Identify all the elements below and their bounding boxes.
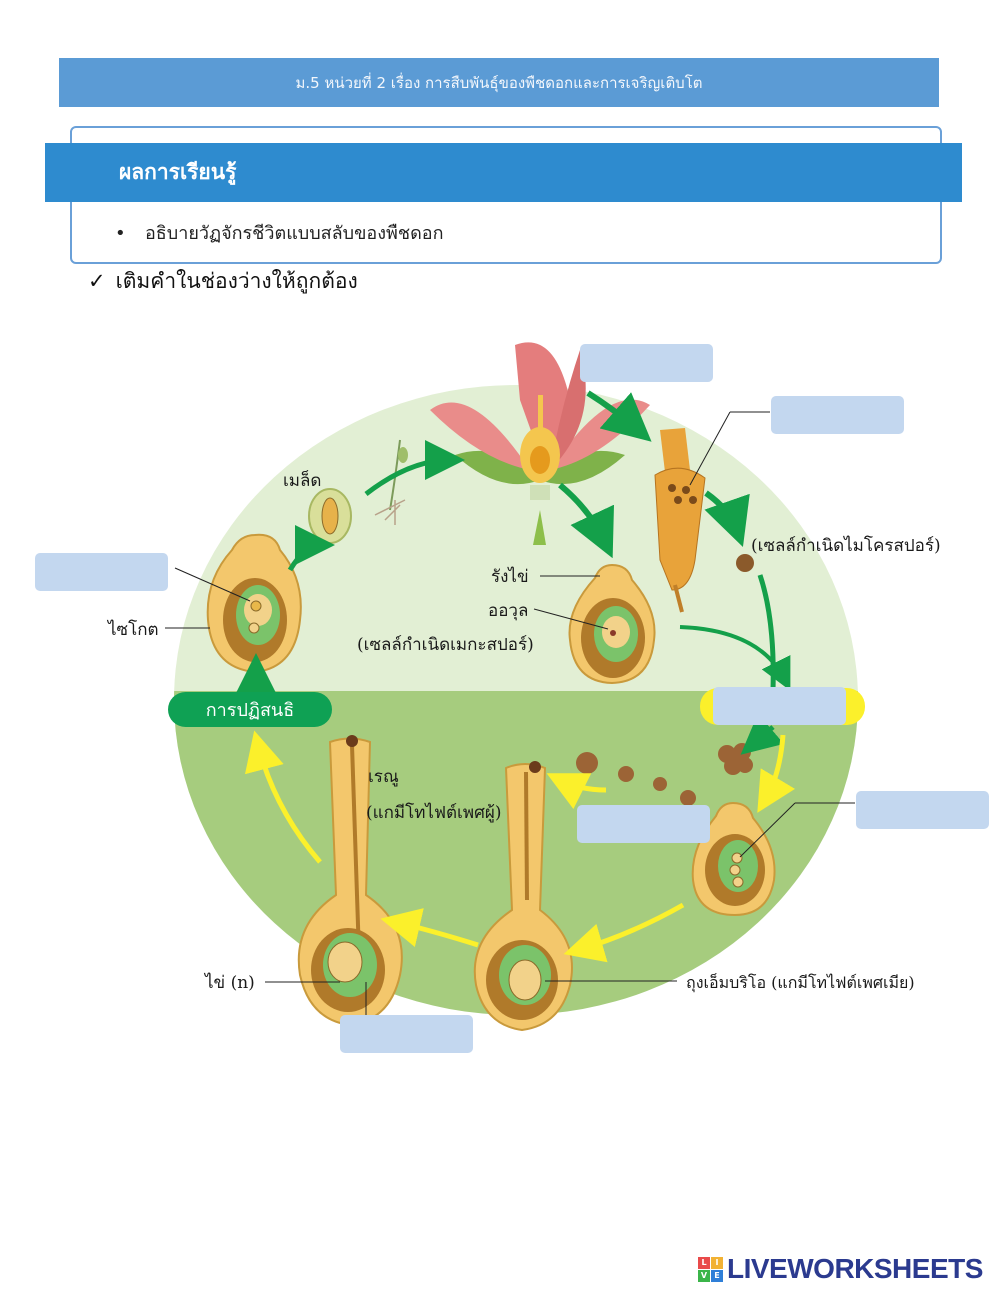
zygote-ovule	[206, 533, 302, 674]
blank-microspores[interactable]	[577, 805, 710, 843]
label-male-gametophyte: (แกมีโทไฟต์เพศผู้)	[366, 802, 501, 823]
liveworksheets-logo: L I V E LIVEWORKSHEETS	[698, 1253, 983, 1285]
pollen-grains	[576, 752, 696, 806]
checkmark-icon: ✓	[88, 269, 106, 293]
logo-text: LIVEWORKSHEETS	[727, 1253, 983, 1284]
fertilization-pill: การปฏิสนธิ	[168, 692, 332, 727]
page-header-title: ม.5 หน่วยที่ 2 เรื่อง การสืบพันธุ์ของพืช…	[295, 73, 703, 92]
objective-item: • อธิบายวัฏจักรชีวิตแบบสลับของพืชดอก	[115, 218, 443, 247]
microspore-mother-cell	[736, 554, 754, 572]
objectives-heading: ผลการเรียนรู้	[119, 160, 237, 184]
blank-bottom-left[interactable]	[340, 1015, 473, 1053]
seed-illustration	[308, 488, 352, 544]
blank-right-embryo-sac[interactable]	[856, 791, 989, 829]
logo-letter: E	[711, 1269, 723, 1282]
blank-flower[interactable]	[580, 344, 713, 382]
pollen-tube-ovule-middle	[473, 761, 573, 1032]
label-fertilization: การปฏิสนธิ	[205, 700, 295, 721]
label-ovule: ออวุล	[488, 601, 528, 621]
yellow-arrows	[244, 730, 796, 963]
blank-meiosis[interactable]	[713, 687, 846, 725]
label-microspore-mother-cell: (เซลล์กำเนิดไมโครสปอร์)	[751, 535, 941, 556]
label-ovary: รังไข่	[491, 566, 529, 587]
ovary-ovule	[568, 563, 656, 685]
instruction-text: เติมคำในช่องว่างให้ถูกต้อง	[115, 269, 358, 293]
label-egg: ไข่ (n)	[203, 972, 255, 993]
objectives-heading-band: ผลการเรียนรู้	[45, 143, 962, 202]
embryo-sac-ovule-right	[691, 801, 776, 917]
instruction: ✓ เติมคำในช่องว่างให้ถูกต้อง	[88, 265, 358, 298]
anther-illustration	[654, 428, 706, 613]
logo-blocks: L I V E	[698, 1256, 723, 1282]
logo-letter: V	[698, 1269, 710, 1282]
leader-lines	[165, 411, 855, 1015]
label-embryo-sac: ถุงเอ็มบริโอ (แกมีโทไฟต์เพศเมีย)	[686, 972, 915, 993]
label-megaspore-mother-cell: (เซลล์กำเนิดเมกะสปอร์)	[357, 635, 534, 655]
blank-left-top[interactable]	[35, 553, 168, 591]
green-arrows	[236, 390, 791, 755]
page-header-bar: ม.5 หน่วยที่ 2 เรื่อง การสืบพันธุ์ของพืช…	[59, 58, 939, 107]
label-zygote: ไซโกต	[106, 619, 159, 640]
logo-letter: I	[711, 1256, 723, 1269]
label-seed: เมล็ด	[283, 469, 321, 491]
blank-anther[interactable]	[771, 396, 904, 434]
label-pollen: เรณู	[368, 767, 399, 787]
bullet-dot: •	[115, 223, 126, 244]
objective-text: อธิบายวัฏจักรชีวิตแบบสลับของพืชดอก	[145, 223, 444, 244]
logo-letter: L	[698, 1256, 710, 1269]
pollen-tube-ovule-left	[297, 735, 403, 1027]
